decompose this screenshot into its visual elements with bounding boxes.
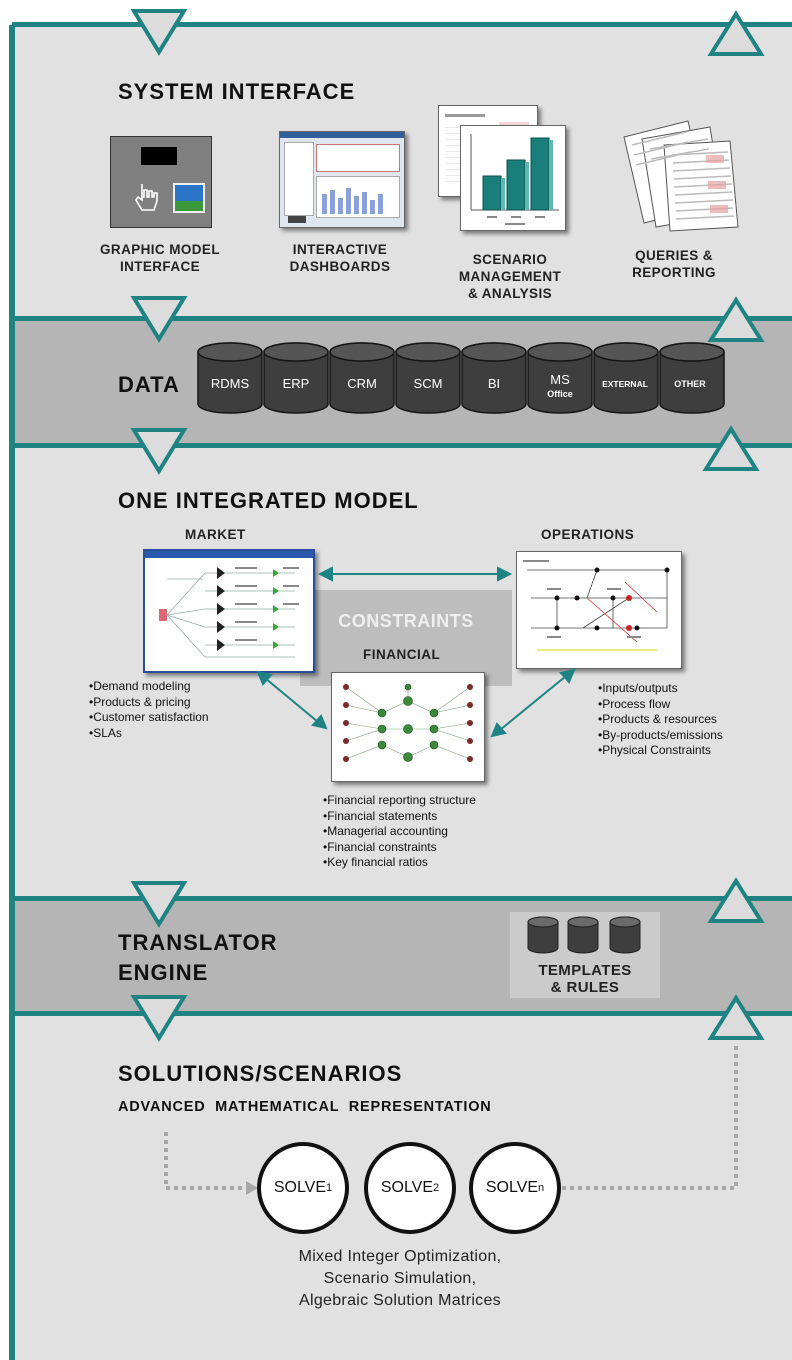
database-cylinder-top: [659, 342, 725, 362]
section-title-data: DATA: [118, 372, 180, 397]
caption-queries: QUERIES & REPORTING: [632, 248, 716, 280]
solver-1-label: SOLVE: [273, 1179, 327, 1196]
up-arrow-icon: [707, 877, 765, 923]
data-source-external: EXTERNAL: [602, 379, 648, 389]
report-pages-icon: [623, 120, 739, 232]
data-source-erp: ERP: [282, 376, 310, 391]
down-arrow-icon: [130, 881, 188, 928]
database-cylinder-top: [197, 342, 263, 362]
database-cylinder-top: [395, 342, 461, 362]
dashboard-screenshot: [279, 131, 405, 228]
down-arrow-icon: [130, 995, 188, 1042]
separator-top: [12, 22, 792, 27]
templates-rules-label: TEMPLATES & RULES: [538, 962, 632, 996]
database-cylinder-top: [527, 342, 593, 362]
operations-bullet: Process flow: [598, 697, 723, 713]
caption-scenario: SCENARIO MANAGEMENT & ANALYSIS: [458, 252, 562, 301]
section-title-translator-line1: TRANSLATOR: [118, 930, 278, 955]
solver-n-subscript: n: [538, 1182, 545, 1194]
database-cylinder-top: [263, 342, 329, 362]
financial-bullet: Financial reporting structure: [323, 793, 476, 809]
data-source-scm: SCM: [413, 376, 443, 391]
templates-database-icon: [527, 916, 641, 954]
separator-1: [12, 316, 792, 321]
caption-graphic-model: GRAPHIC MODEL INTERFACE: [100, 242, 220, 274]
solver-n-label: SOLVE: [485, 1179, 539, 1196]
market-model-screenshot: [143, 549, 315, 673]
down-arrow-icon: [130, 296, 188, 343]
solutions-subtitle: ADVANCED MATHEMATICAL REPRESENTATION: [118, 1099, 492, 1115]
solver-1-subscript: 1: [326, 1182, 333, 1194]
data-source-rdms: RDMS: [210, 376, 250, 391]
operations-bullets: Inputs/outputs Process flow Products & r…: [598, 681, 723, 759]
operations-bullet: By-products/emissions: [598, 728, 723, 744]
caption-dashboards: INTERACTIVE DASHBOARDS: [289, 242, 391, 274]
graphic-model-icon: [110, 136, 212, 228]
market-bullet: Products & pricing: [89, 695, 209, 711]
market-bullet: Customer satisfaction: [89, 710, 208, 726]
translator-band: [12, 898, 792, 1013]
operations-title: OPERATIONS: [541, 527, 635, 542]
data-source-other: OTHER: [674, 379, 706, 389]
financial-bullet: Financial constraints: [323, 840, 476, 856]
financial-bullet: Key financial ratios: [323, 855, 476, 871]
data-source-ms-office: Office: [547, 389, 573, 399]
database-cylinder-top: [461, 342, 527, 362]
up-arrow-icon: [707, 296, 765, 342]
section-title-solutions: SOLUTIONS/SCENARIOS: [118, 1061, 403, 1086]
up-arrow-icon: [707, 10, 765, 56]
operations-bullet: Physical Constraints: [598, 743, 723, 759]
data-sources-cylinders: [197, 342, 725, 414]
financial-title: FINANCIAL: [363, 647, 441, 662]
separator-4: [12, 1011, 792, 1016]
section-title-translator-line2: ENGINE: [118, 960, 209, 985]
data-source-labels: RDMS ERP CRM SCM BI MS Office EXTERNAL O…: [196, 342, 726, 422]
financial-bullet: Managerial accounting: [323, 824, 476, 840]
operations-bullet: Inputs/outputs: [598, 681, 723, 697]
section-title-integrated-model: ONE INTEGRATED MODEL: [118, 488, 419, 513]
up-arrow-icon: [707, 994, 765, 1040]
market-bullets: Demand modeling Products & pricing Custo…: [89, 679, 209, 742]
separator-2: [12, 443, 792, 448]
data-source-ms: MS: [550, 372, 570, 387]
data-source-bi: BI: [487, 376, 501, 391]
market-title: MARKET: [185, 527, 246, 542]
constraints-box: [300, 590, 512, 686]
operations-bullet: Products & resources: [598, 712, 723, 728]
financial-model-screenshot: [331, 672, 485, 782]
financial-bullet: Financial statements: [323, 809, 476, 825]
bar-chart-icon: [460, 125, 566, 231]
solver-2-subscript: 2: [433, 1182, 440, 1194]
database-cylinder-top: [593, 342, 659, 362]
solutions-caption: Mixed Integer Optimization, Scenario Sim…: [298, 1248, 502, 1309]
database-cylinder-top: [329, 342, 395, 362]
solver-2-label: SOLVE: [380, 1179, 434, 1196]
operations-model-screenshot: [516, 551, 682, 669]
separator-3: [12, 896, 792, 901]
constraints-label: CONSTRAINTS: [338, 611, 474, 631]
market-bullet: Demand modeling: [89, 679, 209, 695]
left-frame-line: [9, 25, 15, 1360]
market-bullet: SLAs: [89, 726, 209, 742]
data-source-crm: CRM: [347, 376, 377, 391]
section-title-system-interface: SYSTEM INTERFACE: [118, 79, 356, 104]
down-arrow-icon: [130, 9, 188, 56]
down-arrow-icon: [130, 428, 188, 475]
financial-bullets: Financial reporting structure Financial …: [323, 793, 476, 871]
up-arrow-icon: [702, 425, 760, 471]
